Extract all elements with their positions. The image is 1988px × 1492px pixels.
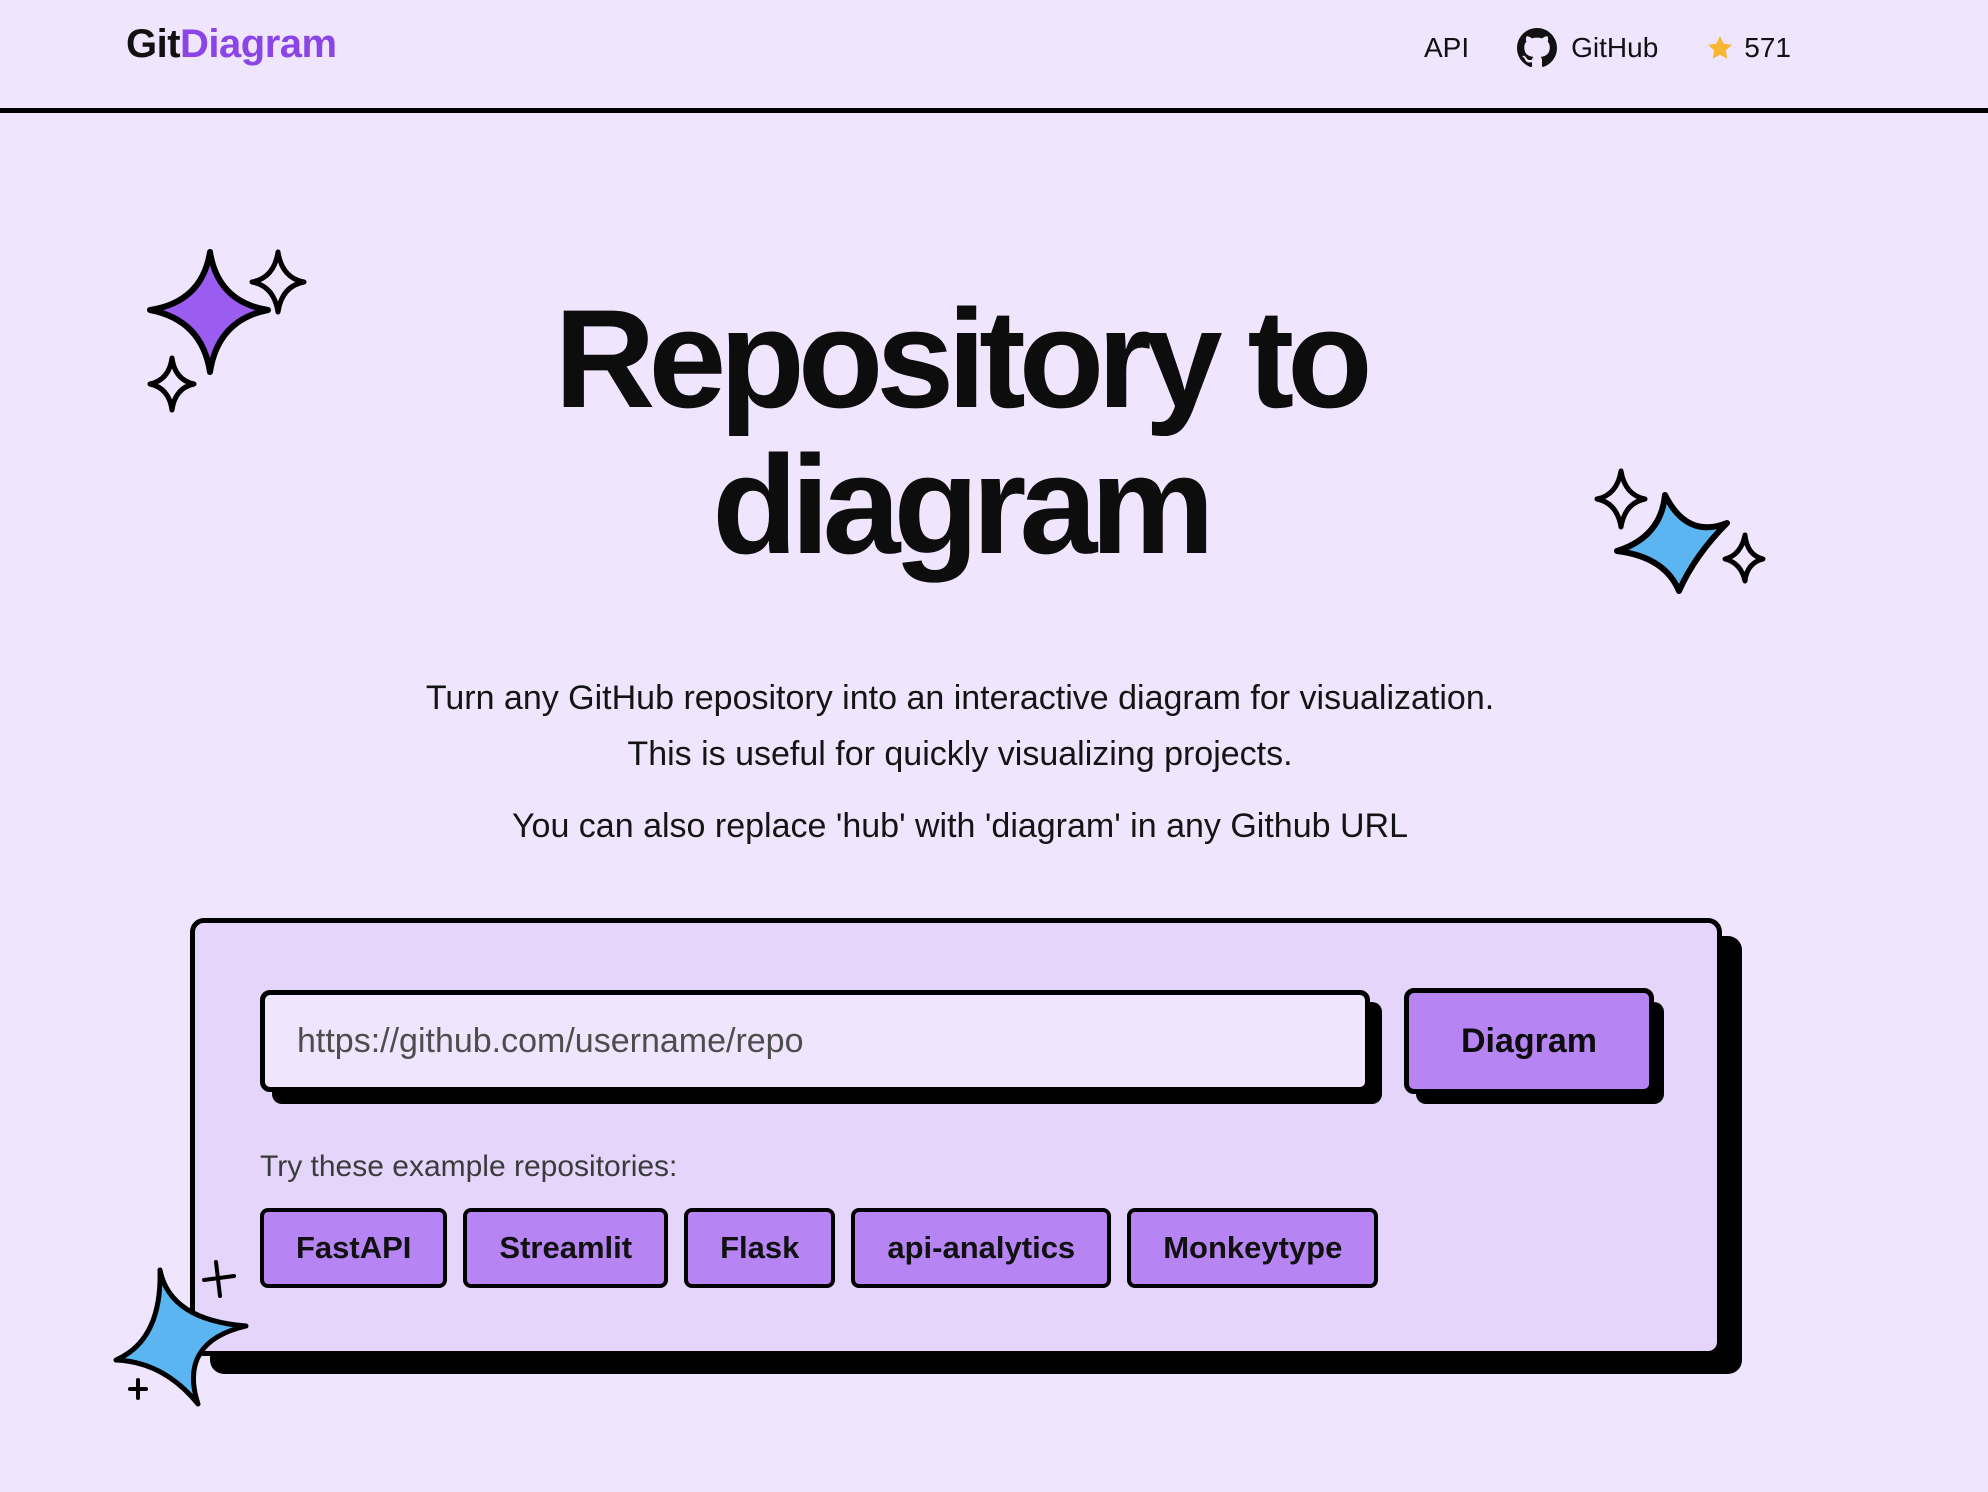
nav-github-link[interactable]: GitHub <box>1517 28 1658 68</box>
star-count: 571 <box>1744 32 1791 63</box>
logo[interactable]: GitDiagram <box>126 22 337 67</box>
sparkle-blue-card-icon <box>113 1260 249 1407</box>
subtitle: Turn any GitHub repository into an inter… <box>0 670 1920 854</box>
diagram-button[interactable]: Diagram <box>1404 988 1654 1094</box>
repo-url-input[interactable] <box>260 990 1370 1092</box>
examples-label: Try these example repositories: <box>260 1150 678 1183</box>
sparkle-blue-icon <box>1594 468 1766 594</box>
title-line-1: Repository to <box>554 280 1372 437</box>
subtitle-line-1: Turn any GitHub repository into an inter… <box>425 679 1495 717</box>
github-icon <box>1517 28 1558 68</box>
page-title: Repository to diagram <box>0 286 1920 578</box>
sparkle-purple-icon <box>147 249 307 413</box>
logo-part-diagram: Diagram <box>180 22 337 66</box>
example-fastapi-button[interactable]: FastAPI <box>260 1208 448 1288</box>
example-api-analytics-button[interactable]: api-analytics <box>851 1208 1112 1288</box>
example-monkeytype-button[interactable]: Monkeytype <box>1127 1208 1379 1288</box>
repo-form-card <box>190 918 1722 1356</box>
github-label: GitHub <box>1571 32 1659 63</box>
example-repo-list: FastAPI Streamlit Flask api-analytics Mo… <box>260 1208 1379 1288</box>
nav-stars-link[interactable]: 571 <box>1706 32 1791 64</box>
example-flask-button[interactable]: Flask <box>684 1208 836 1288</box>
title-line-2: diagram <box>712 426 1215 583</box>
subtitle-line-2: This is useful for quickly visualizing p… <box>627 735 1293 773</box>
logo-part-git: Git <box>126 22 181 66</box>
top-nav: API GitHub 571 <box>1424 26 1791 70</box>
example-streamlit-button[interactable]: Streamlit <box>463 1208 669 1288</box>
nav-api-link[interactable]: API <box>1423 32 1470 63</box>
site-header: GitDiagram API GitHub 571 <box>0 0 1988 113</box>
star-icon <box>1708 36 1733 59</box>
subtitle-line-3: You can also replace 'hub' with 'diagram… <box>511 807 1408 845</box>
